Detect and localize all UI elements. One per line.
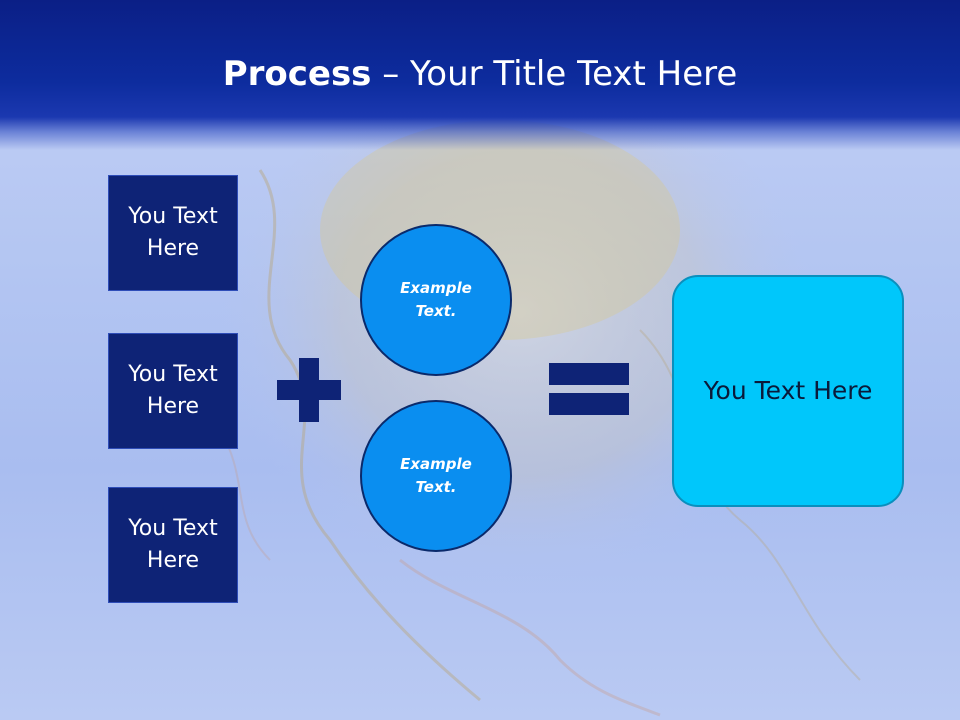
- slide-title-bold: Process: [222, 54, 372, 94]
- example-circle-label: Example Text.: [400, 455, 472, 496]
- result-box-label: You Text Here: [703, 376, 873, 405]
- input-box-1: You Text Here: [108, 175, 238, 291]
- plus-icon: [277, 358, 341, 422]
- example-circle-label: Example Text.: [400, 279, 472, 320]
- input-box-2: You Text Here: [108, 333, 238, 449]
- input-box-label: You Text Here: [128, 516, 218, 573]
- input-box-label: You Text Here: [128, 204, 218, 261]
- result-box: You Text Here: [672, 275, 904, 507]
- equals-icon: [549, 363, 629, 415]
- input-box-3: You Text Here: [108, 487, 238, 603]
- example-circle-1: Example Text.: [360, 224, 512, 376]
- slide-title-rest: – Your Title Text Here: [371, 54, 738, 94]
- slide-title: Process – Your Title Text Here: [0, 52, 960, 96]
- input-box-label: You Text Here: [128, 362, 218, 419]
- title-bar: [0, 0, 960, 150]
- example-circle-2: Example Text.: [360, 400, 512, 552]
